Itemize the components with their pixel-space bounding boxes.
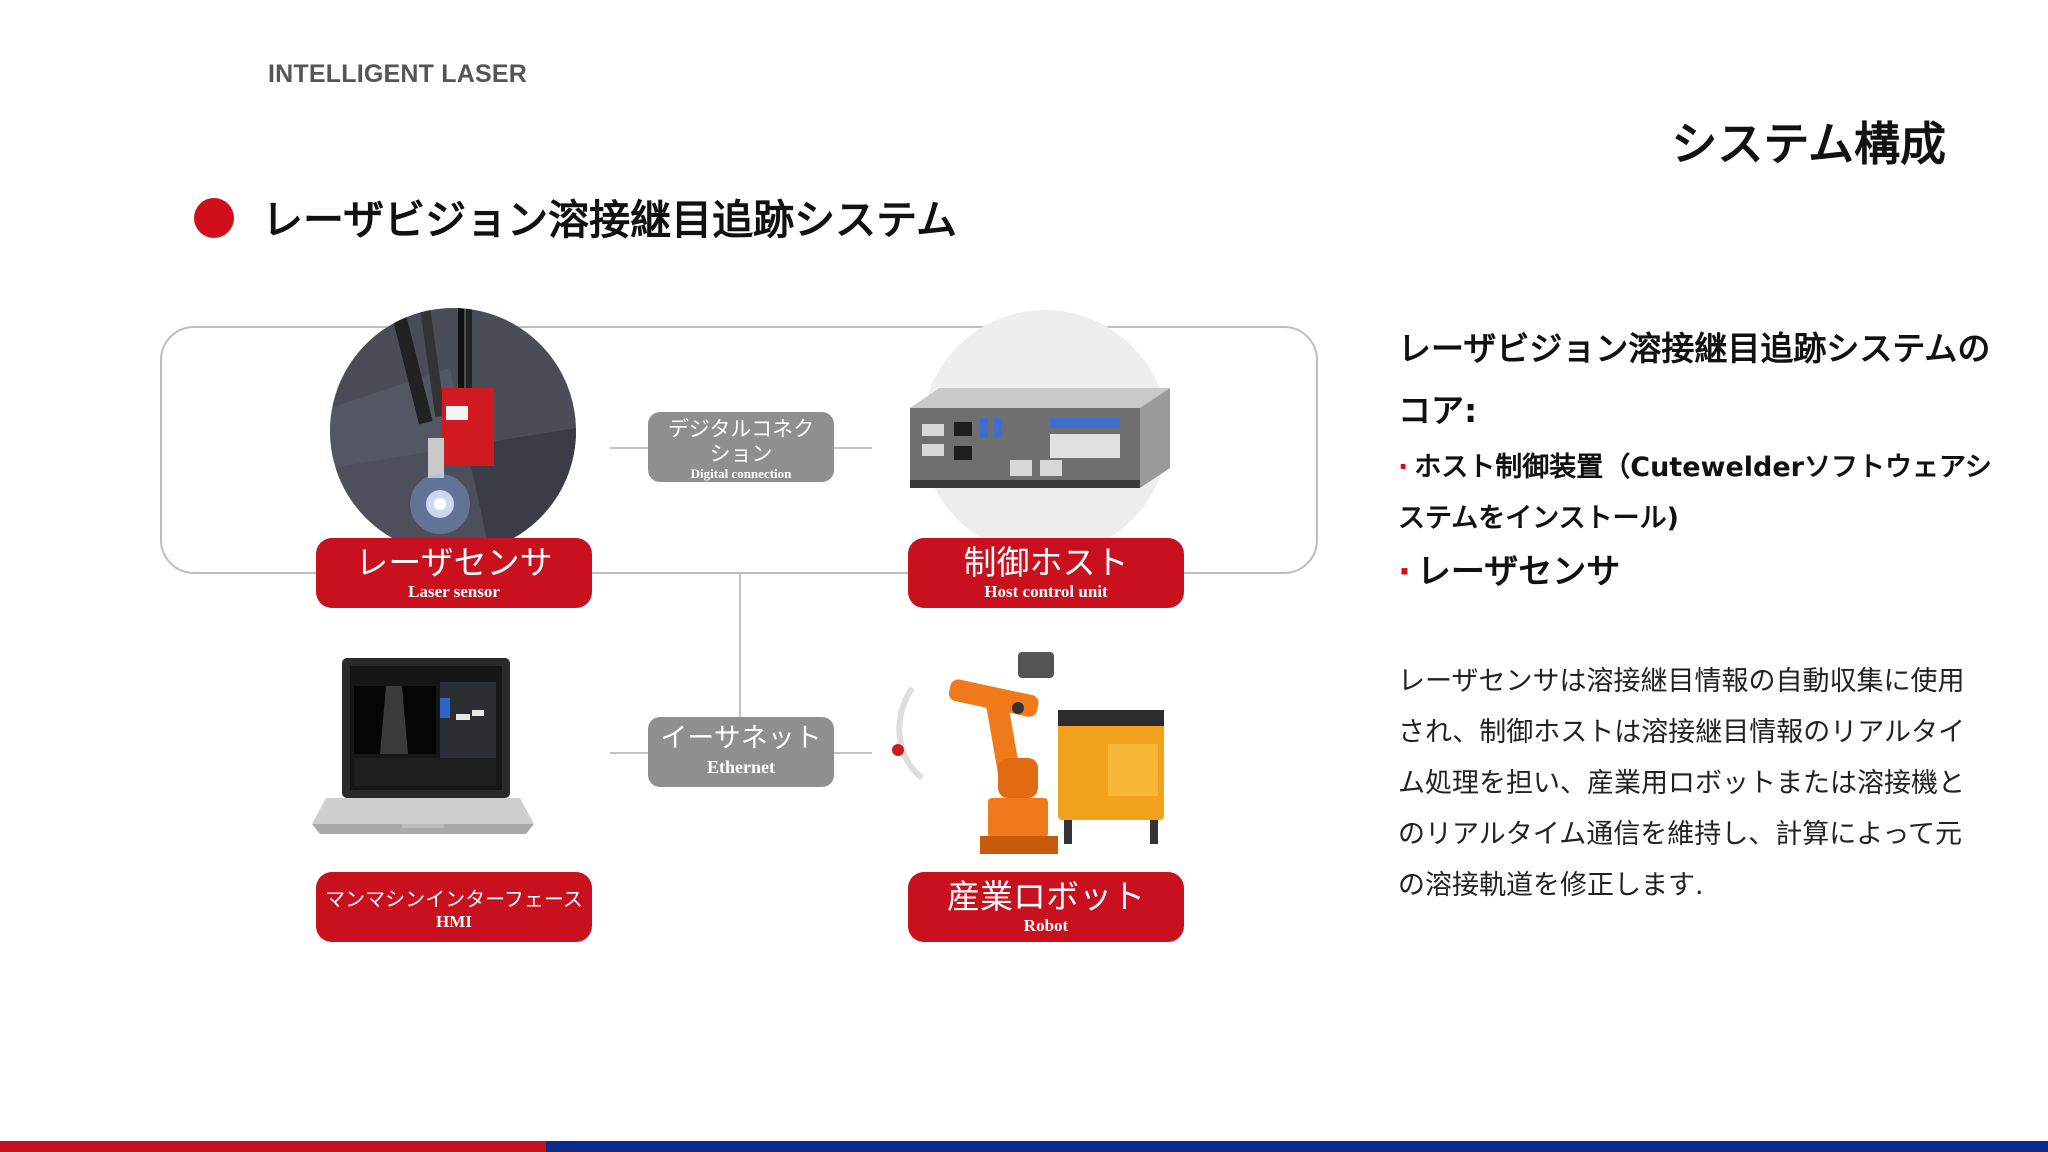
hmi-label-jp: マンマシンインターフェース bbox=[325, 887, 583, 911]
host-label-en: Host control unit bbox=[984, 582, 1108, 601]
host-control-unit-label: 制御ホスト Host control unit bbox=[908, 538, 1184, 608]
core-bullet-sensor-text: レーザセンサ bbox=[1416, 552, 1621, 592]
ethernet-label: イーサネット Ethernet bbox=[648, 717, 834, 787]
ethernet-label-jp: イーサネット bbox=[660, 723, 822, 754]
core-title: レーザビジョン溶接継目追跡システムのコア: bbox=[1398, 329, 1991, 430]
core-bullet-host-text: ホスト制御装置（Cutewelderソフトウェアシステムをインストール) bbox=[1398, 452, 1992, 534]
digital-connection-label-jp: デジタルコネクション bbox=[667, 417, 815, 466]
bullet-dot-icon: · bbox=[1398, 452, 1409, 483]
robot-label-en: Robot bbox=[1023, 916, 1069, 935]
digital-connection-label: デジタルコネクション Digital connection bbox=[648, 412, 834, 482]
bullet-dot-icon: · bbox=[1398, 552, 1411, 592]
connector-line-ethernet-right bbox=[834, 752, 872, 754]
ethernet-label-en: Ethernet bbox=[707, 757, 775, 777]
core-bullet-host: ·ホスト制御装置（Cutewelderソフトウェアシステムをインストール) bbox=[1398, 442, 1998, 544]
host-control-unit-box bbox=[910, 388, 1170, 488]
section-title: システム構成 bbox=[1671, 117, 1946, 171]
laser-sensor-label: レーザセンサ Laser sensor bbox=[316, 538, 592, 608]
hmi-label-en: HMI bbox=[436, 912, 472, 931]
footer-bar-red bbox=[0, 1141, 546, 1152]
laser-sensor-image bbox=[330, 308, 576, 554]
robot-label: 産業ロボット Robot bbox=[908, 872, 1184, 942]
core-bullet-sensor: ·レーザセンサ bbox=[1398, 548, 1620, 596]
hmi-laptop-image bbox=[312, 658, 534, 834]
laser-sensor-label-en: Laser sensor bbox=[408, 582, 500, 601]
host-label-jp: 制御ホスト bbox=[963, 543, 1129, 582]
core-description: レーザセンサは溶接継目情報の自動収集に使用され、制御ホストは溶接継目情報のリアル… bbox=[1398, 666, 1965, 901]
connector-line-digital-right bbox=[834, 447, 872, 449]
heading-bullet-dot bbox=[194, 198, 234, 238]
laser-sensor-label-jp: レーザセンサ bbox=[355, 543, 553, 582]
diagram-frame bbox=[160, 326, 1318, 574]
brand-label: INTELLIGENT LASER bbox=[268, 60, 527, 88]
connector-line-ethernet-left bbox=[610, 752, 648, 754]
robot-image bbox=[892, 652, 1164, 854]
robot-label-jp: 産業ロボット bbox=[947, 877, 1145, 916]
connector-line-digital-left bbox=[610, 447, 648, 449]
connector-line-vertical bbox=[739, 574, 741, 718]
page-heading: レーザビジョン溶接継目追跡システム bbox=[262, 196, 957, 244]
digital-connection-label-en: Digital connection bbox=[690, 466, 792, 481]
hmi-label: マンマシンインターフェース HMI bbox=[316, 872, 592, 942]
footer-bar-blue bbox=[546, 1141, 2048, 1152]
